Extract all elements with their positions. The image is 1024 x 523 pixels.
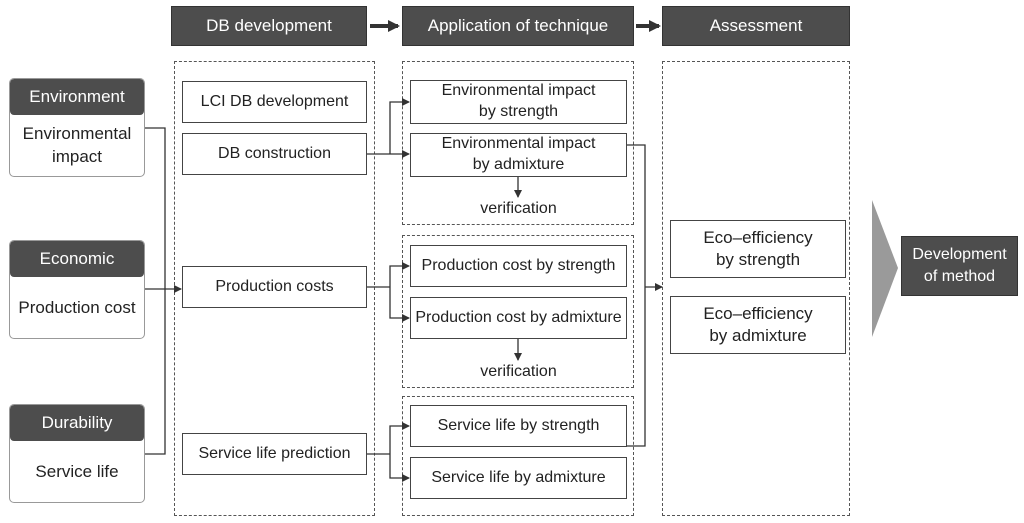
production-cost-label: Production cost	[18, 297, 136, 317]
cost-admixture-box: Production cost by admixture	[410, 297, 627, 339]
durability-title: Durability	[10, 405, 144, 441]
life-admixture-box: Service life by admixture	[410, 457, 627, 499]
env-to-db-line	[145, 127, 166, 289]
env-verification-label: verification	[480, 200, 557, 217]
header-assessment: Assessment	[662, 6, 850, 46]
db-construction-box: DB construction	[182, 133, 367, 175]
durability-card: Durability Service life	[9, 404, 145, 503]
life-to-db-line	[145, 289, 166, 455]
development-of-method-box: Development of method	[901, 236, 1018, 296]
env-impact-admixture-box: Environmental impact by admixture	[410, 133, 627, 177]
eco-efficiency-admixture-box: Eco–efficiency by admixture	[670, 296, 846, 354]
economic-title: Economic	[10, 241, 144, 277]
service-life-prediction-box: Service life prediction	[182, 433, 367, 475]
eco-efficiency-strength-box: Eco–efficiency by strength	[670, 220, 846, 278]
big-chevron-arrow	[872, 200, 898, 337]
service-life-label: Service life	[35, 461, 119, 481]
env-impact-strength-box: Environmental impact by strength	[410, 80, 627, 124]
environmental-impact-label: Environmental impact	[22, 124, 132, 166]
life-strength-box: Service life by strength	[410, 405, 627, 447]
assessment-group	[662, 61, 850, 516]
production-costs-box: Production costs	[182, 266, 367, 308]
cost-verification-label: verification	[480, 363, 557, 380]
header-application-of-technique: Application of technique	[402, 6, 634, 46]
cost-strength-box: Production cost by strength	[410, 245, 627, 287]
environment-title: Environment	[10, 79, 144, 115]
economic-card: Economic Production cost	[9, 240, 145, 339]
lci-db-development-box: LCI DB development	[182, 81, 367, 123]
header-db-development: DB development	[171, 6, 367, 46]
environment-card: Environment Environmental impact	[9, 78, 145, 177]
